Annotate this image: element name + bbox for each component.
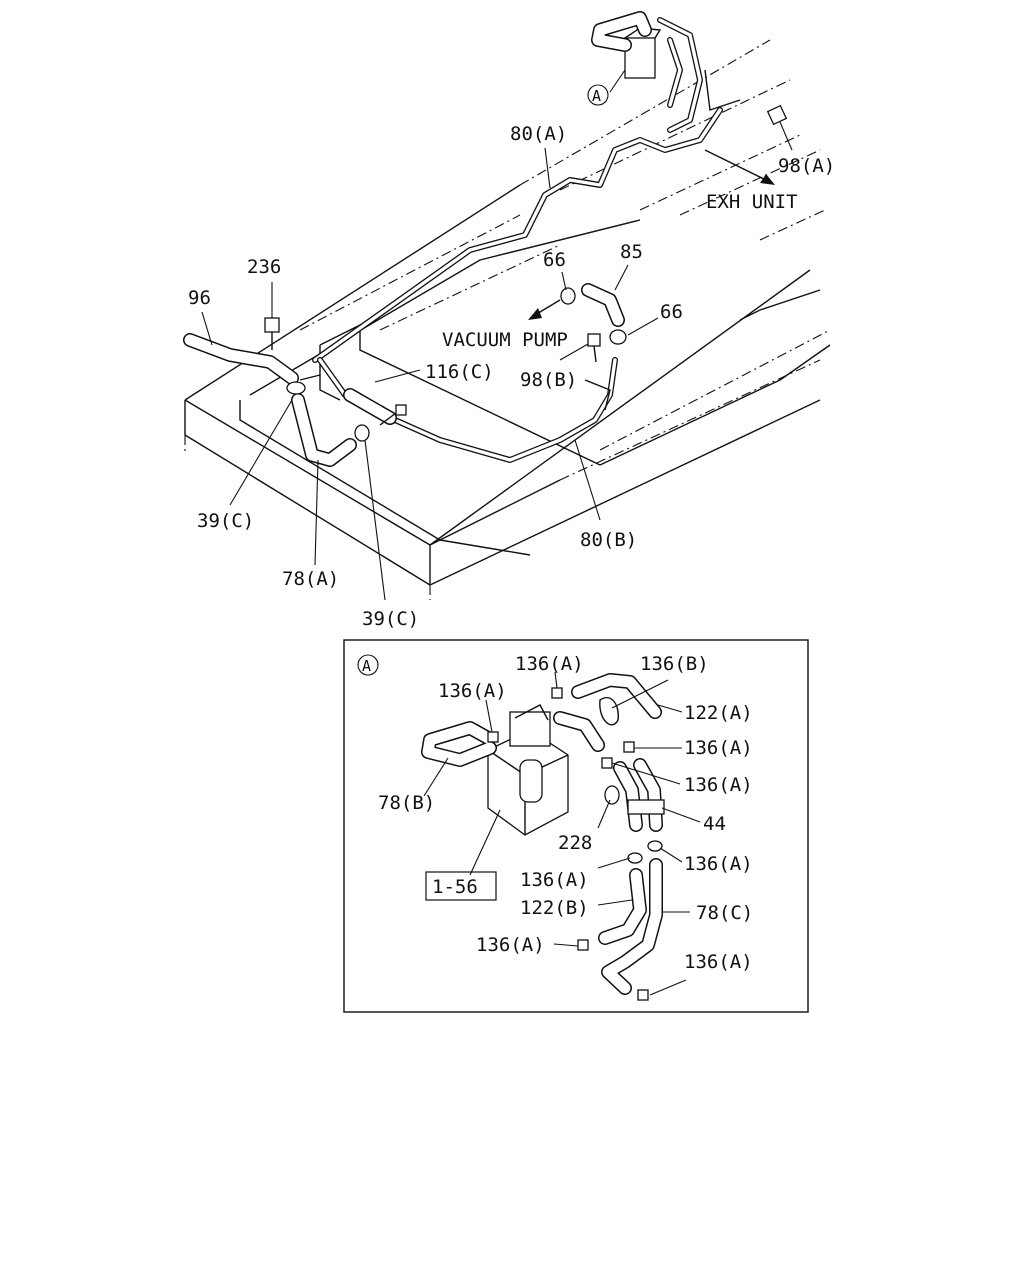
clamp-136b (599, 697, 619, 726)
chassis-frame (184, 39, 831, 600)
inset-clamps (487, 687, 663, 1001)
label-80b: 80(B) (580, 529, 637, 551)
label-98a: 98(A) (778, 155, 835, 177)
label-inset-44: 44 (703, 813, 726, 835)
label-inset-78c: 78(C) (696, 902, 753, 924)
hose-78a (291, 393, 357, 467)
label-inset-136a-5: 136(A) (684, 853, 753, 875)
inset-hose-upper-right (553, 711, 605, 752)
canister-top (591, 11, 788, 133)
label-inset-136a-1: 136(A) (438, 680, 507, 702)
label-80a: 80(A) (510, 123, 567, 145)
inset-frame (343, 639, 809, 1013)
hose-96 (183, 333, 299, 385)
label-exh-unit: EXH UNIT (706, 191, 798, 213)
label-callout-a-top: A (592, 87, 601, 105)
label-inset-78b: 78(B) (378, 792, 435, 814)
callout-a-inset-circle (357, 654, 379, 676)
label-inset-136a-4: 136(A) (684, 774, 753, 796)
label-inset-136a-3: 136(A) (684, 737, 753, 759)
vacuum-arrow (528, 299, 561, 320)
leaders-upper (201, 69, 793, 601)
inset-hose-122a (571, 673, 662, 719)
label-inset-136b: 136(B) (640, 653, 709, 675)
label-inset-136a-8: 136(A) (684, 951, 753, 973)
inset-hose-78b (421, 721, 497, 767)
label-78a: 78(A) (282, 568, 339, 590)
label-85: 85 (620, 241, 643, 263)
label-inset-122a: 122(A) (684, 702, 753, 724)
ref-box (425, 871, 497, 901)
label-39c-left: 39(C) (197, 510, 254, 532)
hose-85 (581, 283, 625, 327)
label-inset-136a-2: 136(A) (515, 653, 584, 675)
inset-canister (487, 704, 569, 836)
pipe-80a (312, 107, 723, 363)
label-96: 96 (188, 287, 211, 309)
fittings-upper (264, 287, 627, 442)
label-39c-bottom: 39(C) (362, 608, 419, 630)
exh-arrow (704, 149, 775, 185)
label-66-top: 66 (543, 249, 566, 271)
leaders-inset (423, 671, 701, 996)
label-callout-a-inset: A (362, 657, 371, 675)
label-116c: 116(C) (425, 361, 494, 383)
inset-hose-78c (601, 858, 663, 995)
inset-a: A (343, 639, 809, 1013)
label-vacuum-pump: VACUUM PUMP (442, 329, 568, 351)
label-inset-122b: 122(B) (520, 897, 589, 919)
inset-hose-44 (613, 758, 665, 832)
label-inset-228: 228 (558, 832, 592, 854)
label-236: 236 (247, 256, 281, 278)
label-inset-136a-7: 136(A) (476, 934, 545, 956)
inset-hose-122b (598, 868, 647, 945)
labels-upper: 80(A) 98(A) EXH UNIT 85 66 66 236 96 VAC… (188, 84, 835, 630)
label-98b: 98(B) (520, 369, 577, 391)
label-66-right: 66 (660, 301, 683, 323)
label-inset-136a-6: 136(A) (520, 869, 589, 891)
callout-a-top-circle (587, 84, 609, 106)
label-inset-ref[interactable]: 1-56 (432, 876, 478, 898)
hose-116c (343, 388, 397, 425)
